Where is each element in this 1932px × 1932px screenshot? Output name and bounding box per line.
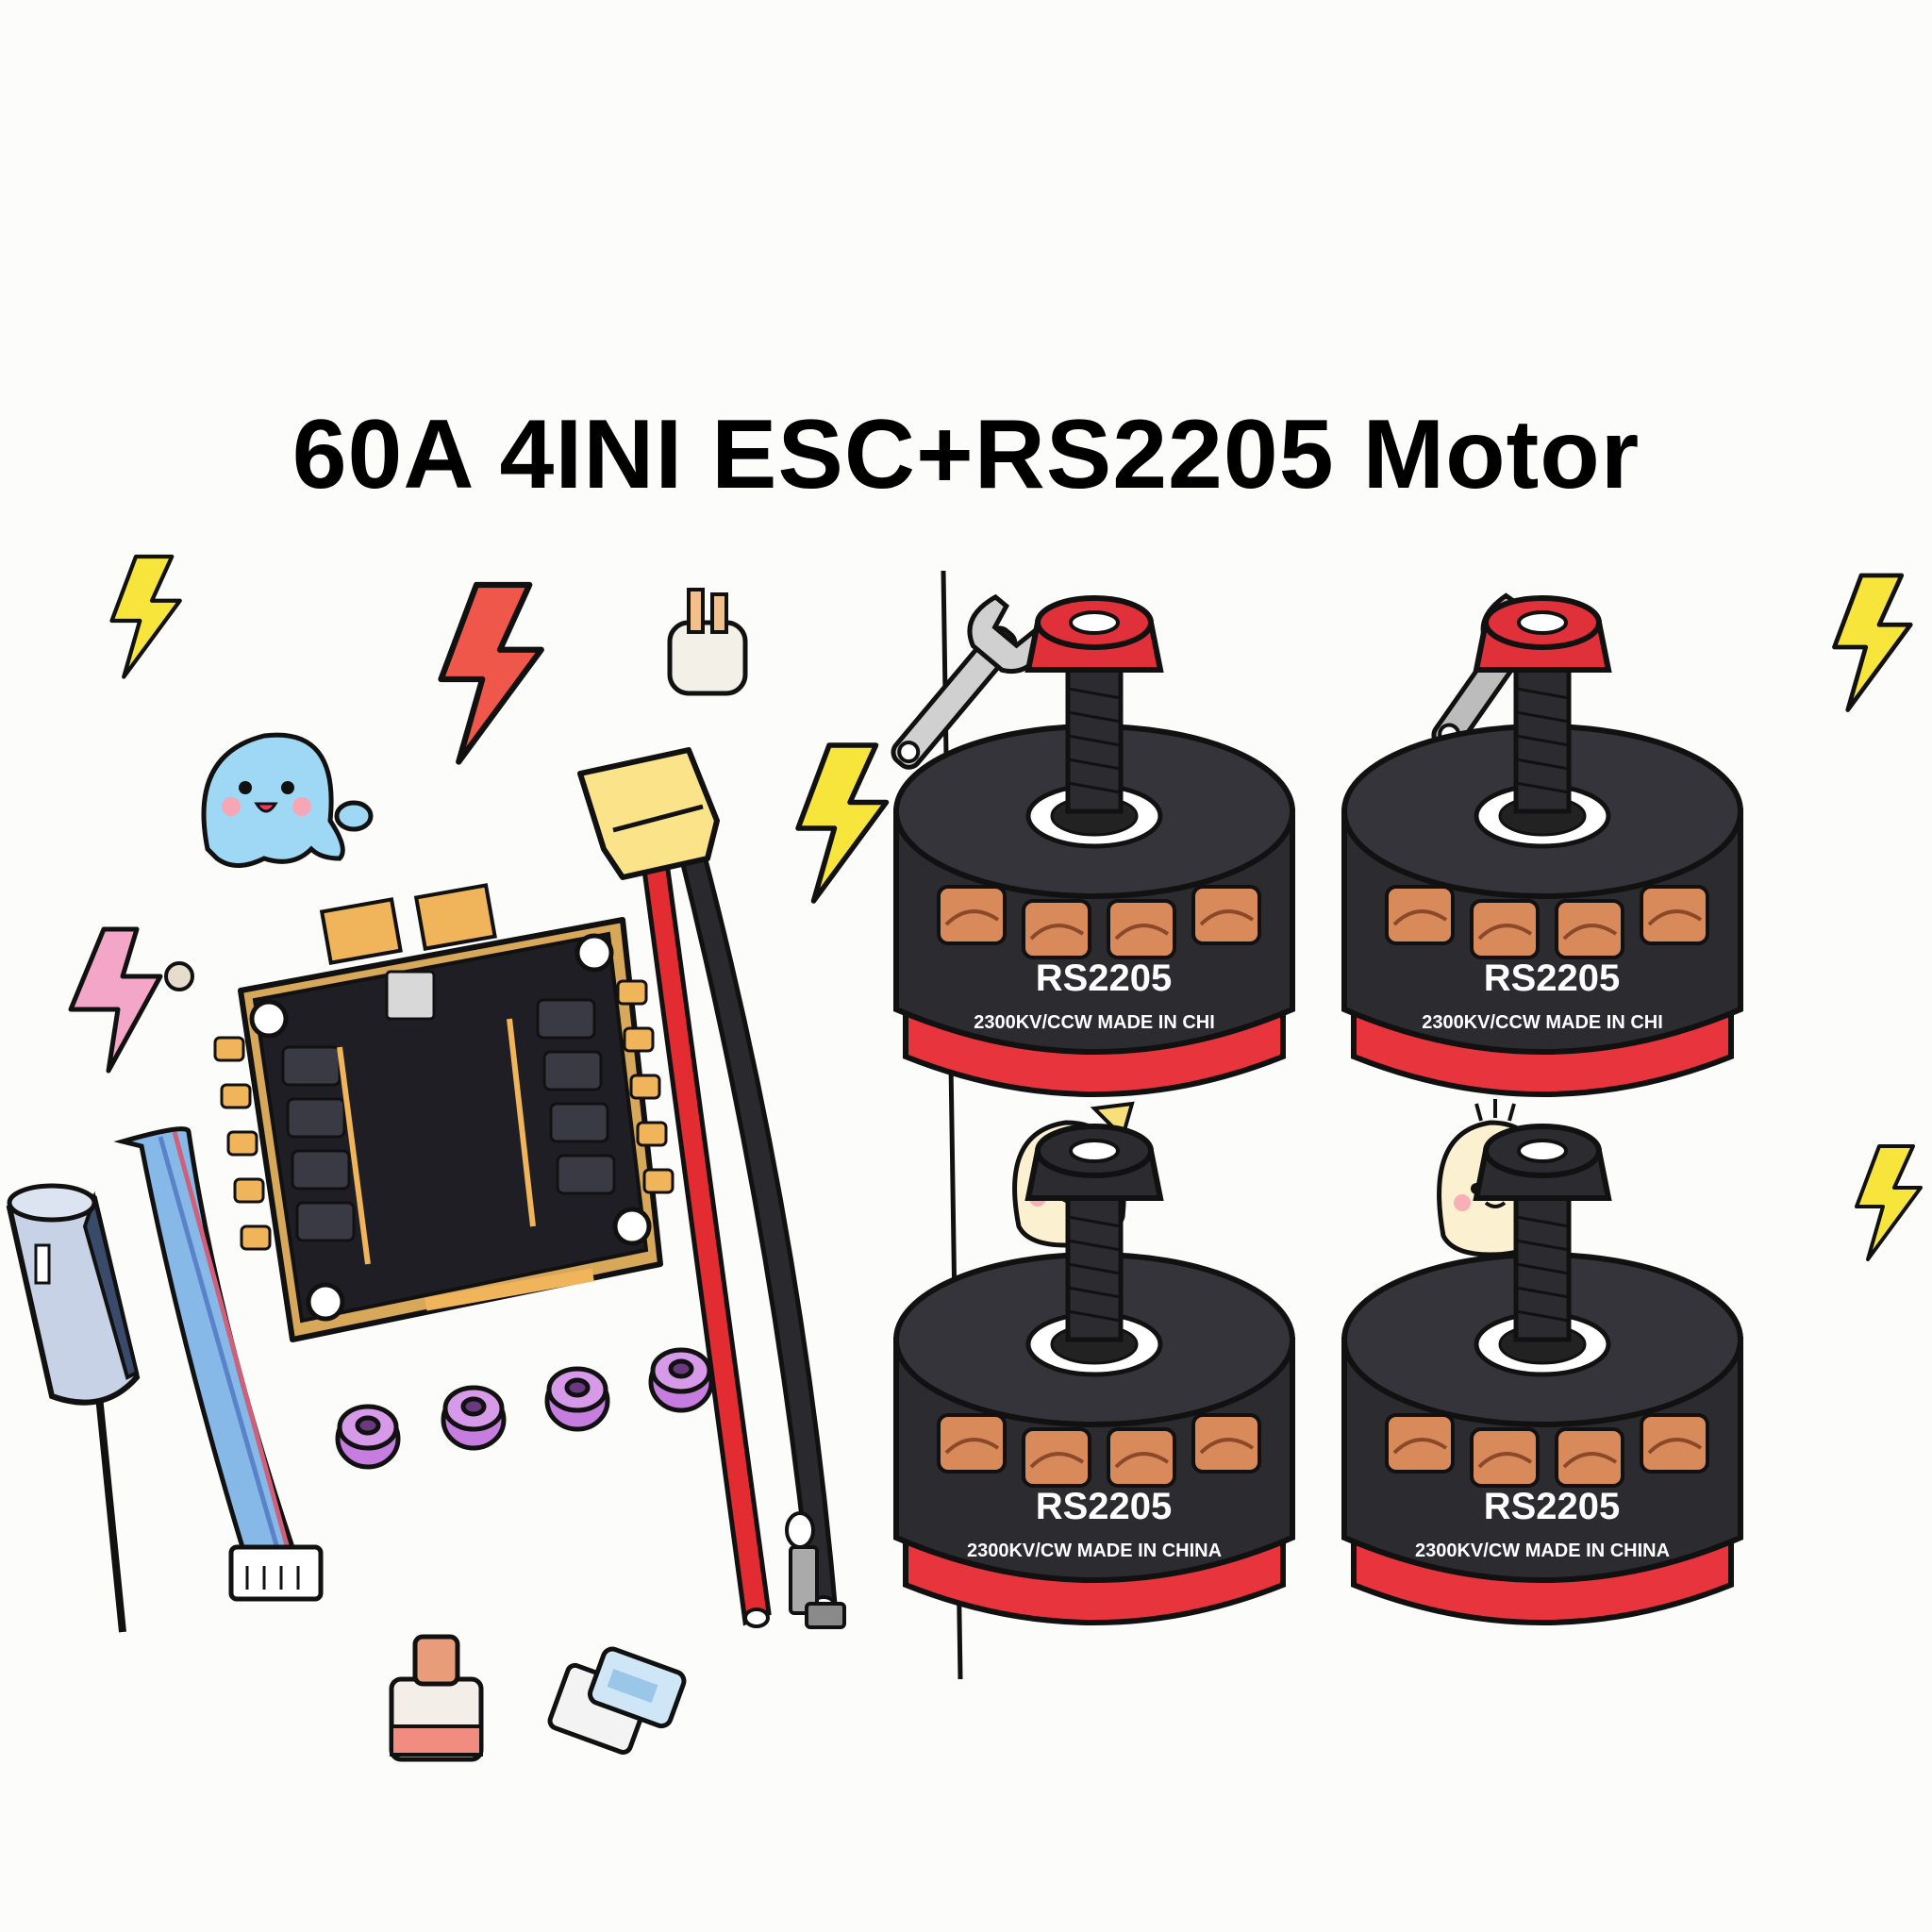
lightning-red-icon	[441, 585, 541, 762]
motor-spec-label: 2300KV/CW MADE IN CHINA	[1415, 1541, 1670, 1561]
plug-icon	[667, 588, 748, 696]
capacitor-icon	[6, 1183, 141, 1633]
lightning-yellow-4-icon	[1857, 1146, 1921, 1259]
esc-board	[213, 883, 675, 1342]
xt60-power-lead	[577, 747, 838, 1628]
lightning-yellow-3-icon	[1835, 575, 1911, 710]
motor-model-label: RS2205	[1484, 958, 1621, 999]
motor-model-label: RS2205	[1036, 1486, 1173, 1527]
wrench-icon-1	[891, 593, 1049, 770]
motor-spec-label: 2300KV/CW MADE IN CHINA	[967, 1541, 1222, 1561]
ghost-mascot-icon	[201, 732, 374, 868]
connector-plug-icon	[547, 1646, 687, 1755]
thread-locker-bottle-icon	[389, 1634, 484, 1762]
motor-2: RS2205 2300KV/CCW MADE IN CHI	[1341, 595, 1743, 1097]
lightning-yellow-1-icon	[112, 557, 180, 677]
motor-4: RS2205 2300KV/CW MADE IN CHINA	[1341, 1124, 1743, 1625]
motor-model-label: RS2205	[1484, 1486, 1621, 1527]
lightning-yellow-2-icon	[798, 745, 887, 901]
motor-3: RS2205 2300KV/CW MADE IN CHINA	[893, 1124, 1295, 1625]
ribbon-cable-icon	[113, 1126, 324, 1602]
motor-spec-label: 2300KV/CCW MADE IN CHI	[974, 1012, 1215, 1033]
page-title: 60A 4INI ESC+RS2205 Motor	[291, 400, 1641, 509]
buzzer-icon	[785, 1511, 846, 1629]
motor-1: RS2205 2300KV/CCW MADE IN CHI	[893, 595, 1295, 1097]
rubber-dampers-icon	[335, 1347, 714, 1470]
pink-lightning-icon	[68, 926, 194, 1074]
motor-spec-label: 2300KV/CCW MADE IN CHI	[1422, 1012, 1663, 1033]
motor-model-label: RS2205	[1036, 958, 1173, 999]
